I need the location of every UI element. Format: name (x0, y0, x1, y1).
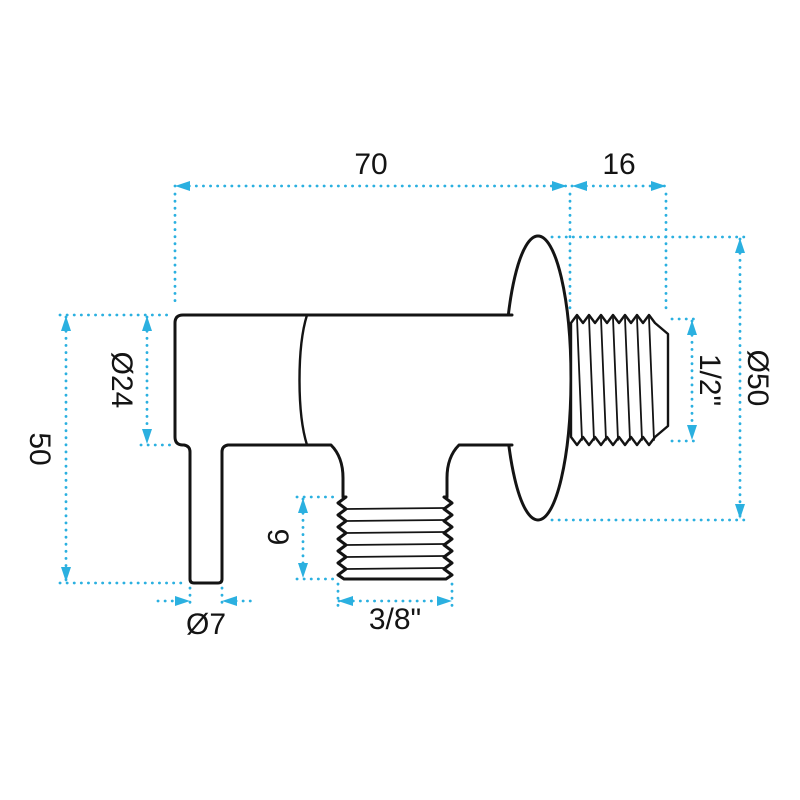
arrow-flange-bottom (735, 504, 745, 519)
dim-label-overall-height: 50 (23, 432, 56, 465)
arrow-flange-top (735, 238, 745, 253)
dimension-labels: 70 16 Ø50 1/2" Ø24 50 9 3/8" Ø7 (23, 148, 774, 641)
arrow-38-left (338, 596, 353, 606)
arrow-70-right (552, 181, 567, 191)
arrow-body-dia-bottom (142, 429, 152, 444)
arrow-body-dia-top (142, 316, 152, 331)
wall-flange (503, 234, 573, 522)
valve-body (173, 313, 514, 585)
arrow-38-right (437, 596, 452, 606)
arrow-16-left (572, 181, 587, 191)
arrow-height-bottom (61, 567, 71, 582)
cartridge-curve (298, 313, 309, 447)
dim-label-right-thread-size: 1/2" (693, 354, 726, 406)
arrow-handle-right (222, 596, 237, 606)
arrow-handle-left (175, 596, 190, 606)
arrow-9-top (298, 498, 308, 513)
dim-label-handle-diameter: Ø7 (186, 608, 226, 641)
arrow-70-left (175, 181, 190, 191)
dim-label-body-diameter: Ø24 (105, 352, 138, 409)
arrow-16-right (651, 181, 666, 191)
dim-label-flange-diameter: Ø50 (741, 350, 774, 407)
arrow-height-top (61, 316, 71, 331)
valve-geometry (173, 234, 670, 585)
arrow-9-bottom (298, 563, 308, 578)
arrow-half-top (687, 320, 697, 335)
dim-label-bottom-thread-length: 9 (261, 529, 294, 546)
right-thread-ridges (576, 317, 655, 441)
dimension-arrows (61, 181, 745, 606)
dim-label-bottom-thread-size: 3/8" (369, 603, 421, 636)
right-thread (569, 313, 670, 447)
dim-label-right-thread-length: 16 (602, 148, 635, 181)
bottom-thread-ridges (345, 507, 445, 570)
arrow-half-bottom (687, 425, 697, 440)
dim-label-body-length: 70 (354, 148, 387, 181)
